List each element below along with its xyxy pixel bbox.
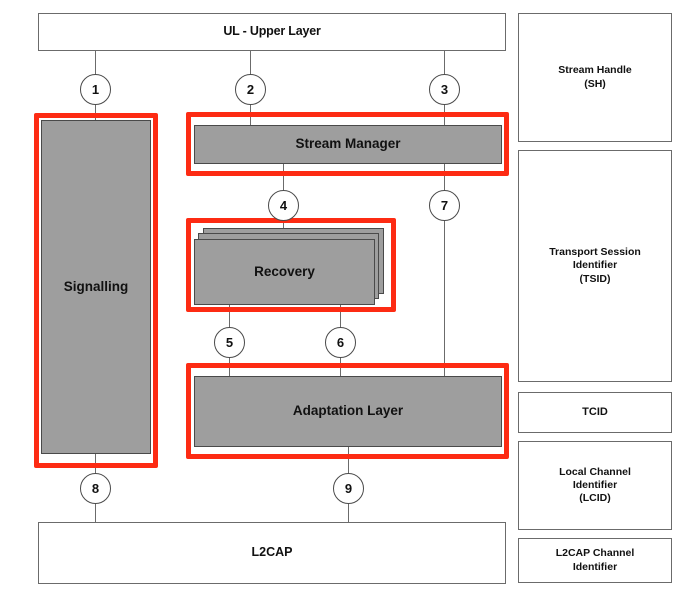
- signalling-block: Signalling: [41, 120, 151, 454]
- connector-recovery-to-point-5: [229, 303, 230, 328]
- adaptation-layer-highlight-frame: [186, 363, 509, 459]
- interface-point-3: 3: [429, 74, 460, 105]
- interface-point-5: 5: [214, 327, 245, 358]
- connector-point-6-to-adaptation-layer: [340, 357, 341, 379]
- connector-adaptation-layer-to-point-9: [348, 445, 349, 474]
- identifier-l2cap-channel-identifier: L2CAP Channel Identifier: [518, 538, 672, 583]
- connector-ul-to-point-1: [95, 50, 96, 75]
- adaptation-layer-block: Adaptation Layer: [194, 376, 502, 447]
- stream-manager-block: Stream Manager: [194, 125, 502, 164]
- connector-ul-to-point-2: [250, 50, 251, 75]
- ul-upper-layer-block: UL - Upper Layer: [38, 13, 506, 51]
- connector-point-8-to-l2cap: [95, 503, 96, 524]
- identifier-tcid: TCID: [518, 392, 672, 433]
- interface-point-1: 1: [80, 74, 111, 105]
- stream-manager-highlight-frame: [186, 112, 509, 176]
- connector-point-7-to-adaptation-layer: [444, 220, 445, 378]
- connector-recovery-to-point-6: [340, 303, 341, 328]
- identifier-local-channel-identifier: Local Channel Identifier (LCID): [518, 441, 672, 530]
- recovery-highlight-frame: [186, 218, 396, 312]
- connector-point-5-to-adaptation-layer: [229, 357, 230, 379]
- connector-point-9-to-l2cap: [348, 503, 349, 524]
- interface-point-9: 9: [333, 473, 364, 504]
- connector-ul-to-point-3: [444, 50, 445, 75]
- connector-stream-manager-to-point-7: [444, 163, 445, 191]
- identifier-transport-session-identifier: Transport Session Identifier (TSID): [518, 150, 672, 382]
- interface-point-7: 7: [429, 190, 460, 221]
- connector-signalling-to-point-8: [95, 450, 96, 474]
- recovery-block: Recovery: [194, 239, 375, 305]
- l2cap-block: L2CAP: [38, 522, 506, 584]
- interface-point-2: 2: [235, 74, 266, 105]
- identifier-stream-handle: Stream Handle (SH): [518, 13, 672, 142]
- signalling-highlight-frame: [34, 113, 158, 468]
- interface-point-6: 6: [325, 327, 356, 358]
- connector-stream-manager-to-point-4: [283, 163, 284, 191]
- interface-point-8: 8: [80, 473, 111, 504]
- interface-point-4: 4: [268, 190, 299, 221]
